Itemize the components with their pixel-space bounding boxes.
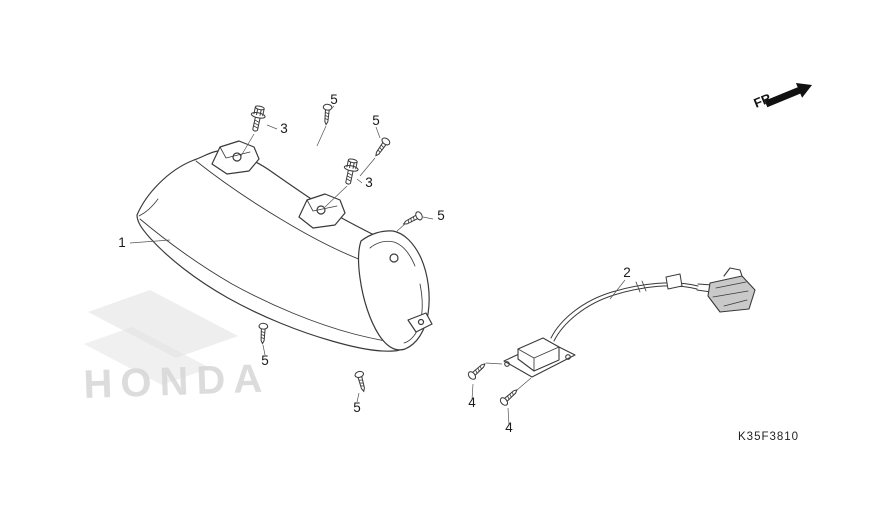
bolt-hole [316,205,326,215]
screw-icon-4a [466,360,489,382]
wire-harness [550,273,699,342]
screw-icon-5e [353,370,369,393]
fr-direction-indicator: FR. [752,83,812,111]
license-light-part-2 [503,267,756,378]
mount-hole-right [565,354,571,360]
tape-wrap [635,280,647,293]
lens-seam-top [195,160,373,265]
mount-hole-left [504,361,510,367]
tip-contour [138,198,159,217]
bolt-hole [232,152,242,162]
watermark: HONDA [83,290,271,407]
connector-clip [723,267,743,277]
connector-plug [696,267,756,313]
callout-part-5c: 5 [437,208,445,223]
callout-part-3b: 3 [365,175,373,190]
screw-icon-5b [371,136,392,159]
screw-icon-5c [401,210,425,229]
diagram-code: K35F3810 [738,431,799,443]
callout-part-5b: 5 [372,113,380,128]
callout-part-2: 2 [623,265,631,280]
leader-lines [129,105,626,426]
callout-part-4a: 4 [468,395,476,410]
fr-arrow-icon [764,83,812,108]
frame-screw-hole [389,253,399,263]
watermark-stripe [84,327,210,385]
callout-part-3a: 3 [280,121,288,136]
screw-icon-5d [257,322,269,345]
screw-icon-5a [321,103,333,126]
watermark-stripe [88,290,238,358]
fr-label: FR. [752,89,777,111]
grommet [665,273,683,290]
callout-part-1: 1 [118,235,126,250]
frame-tab-hole [417,318,425,326]
taillight-unit-part-1 [136,140,433,352]
callout-part-5d: 5 [261,353,269,368]
flange-bolt-icon-3a [247,104,268,133]
flange-bolt-icon-3b [340,157,361,186]
mounting-bracket-left [211,140,260,175]
watermark-text: HONDA [83,357,271,407]
mounting-frame [358,230,433,351]
callouts: 1 2 3 3 4 4 5 5 5 5 5 [118,92,631,435]
callout-part-4b: 4 [505,420,513,435]
screw-icon-4b [498,386,521,408]
lens-seam-bottom [139,218,394,343]
callout-part-5a: 5 [330,92,338,107]
frame-tab [407,312,433,333]
license-light-body [503,337,576,378]
callout-part-5e: 5 [353,400,361,415]
mounting-bracket-center [298,193,346,229]
